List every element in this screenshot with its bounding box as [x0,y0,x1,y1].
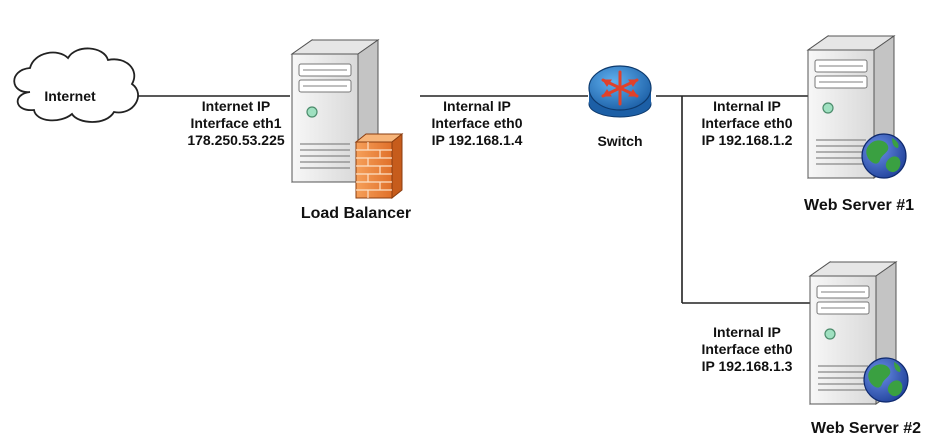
switch-router-icon [588,65,652,118]
lb-internal-line-3: IP 192.168.1.4 [432,132,523,148]
firewall-brick-icon [354,132,404,200]
lb-external-line-2: Interface eth1 [190,115,281,131]
lb-internal-interface: Internal IP Interface eth0 IP 192.168.1.… [431,98,522,148]
cloud-icon [13,47,139,123]
lb-external-interface: Internet IP Interface eth1 178.250.53.22… [187,98,285,148]
lb-internal-line-1: Internal IP [443,98,511,114]
switch-node: Switch [588,65,652,149]
internet-node: Internet [13,47,139,123]
lb-internal-line-2: Interface eth0 [431,115,522,131]
switch-label: Switch [597,133,642,149]
ws1-interface: Internal IP Interface eth0 IP 192.168.1.… [701,98,792,148]
ws1-line-3: IP 192.168.1.2 [702,132,793,148]
ws2-line-1: Internal IP [713,324,781,340]
ws1-line-1: Internal IP [713,98,781,114]
web-server-2-node: Web Server #2 [809,261,921,437]
web-server-1-label: Web Server #1 [804,197,914,214]
lb-external-line-3: 178.250.53.225 [187,132,285,148]
globe-icon [861,133,907,179]
web-server-2-label: Web Server #2 [811,420,921,437]
ws1-line-2: Interface eth0 [701,115,792,131]
load-balancer-node: Load Balancer [291,39,411,222]
ws2-line-3: IP 192.168.1.3 [702,358,793,374]
load-balancer-label: Load Balancer [301,205,411,222]
lb-external-line-1: Internet IP [202,98,270,114]
ws2-line-2: Interface eth0 [701,341,792,357]
ws2-interface: Internal IP Interface eth0 IP 192.168.1.… [701,324,792,374]
globe-icon [863,357,909,403]
web-server-1-node: Web Server #1 [804,35,914,214]
internet-label: Internet [44,88,96,104]
